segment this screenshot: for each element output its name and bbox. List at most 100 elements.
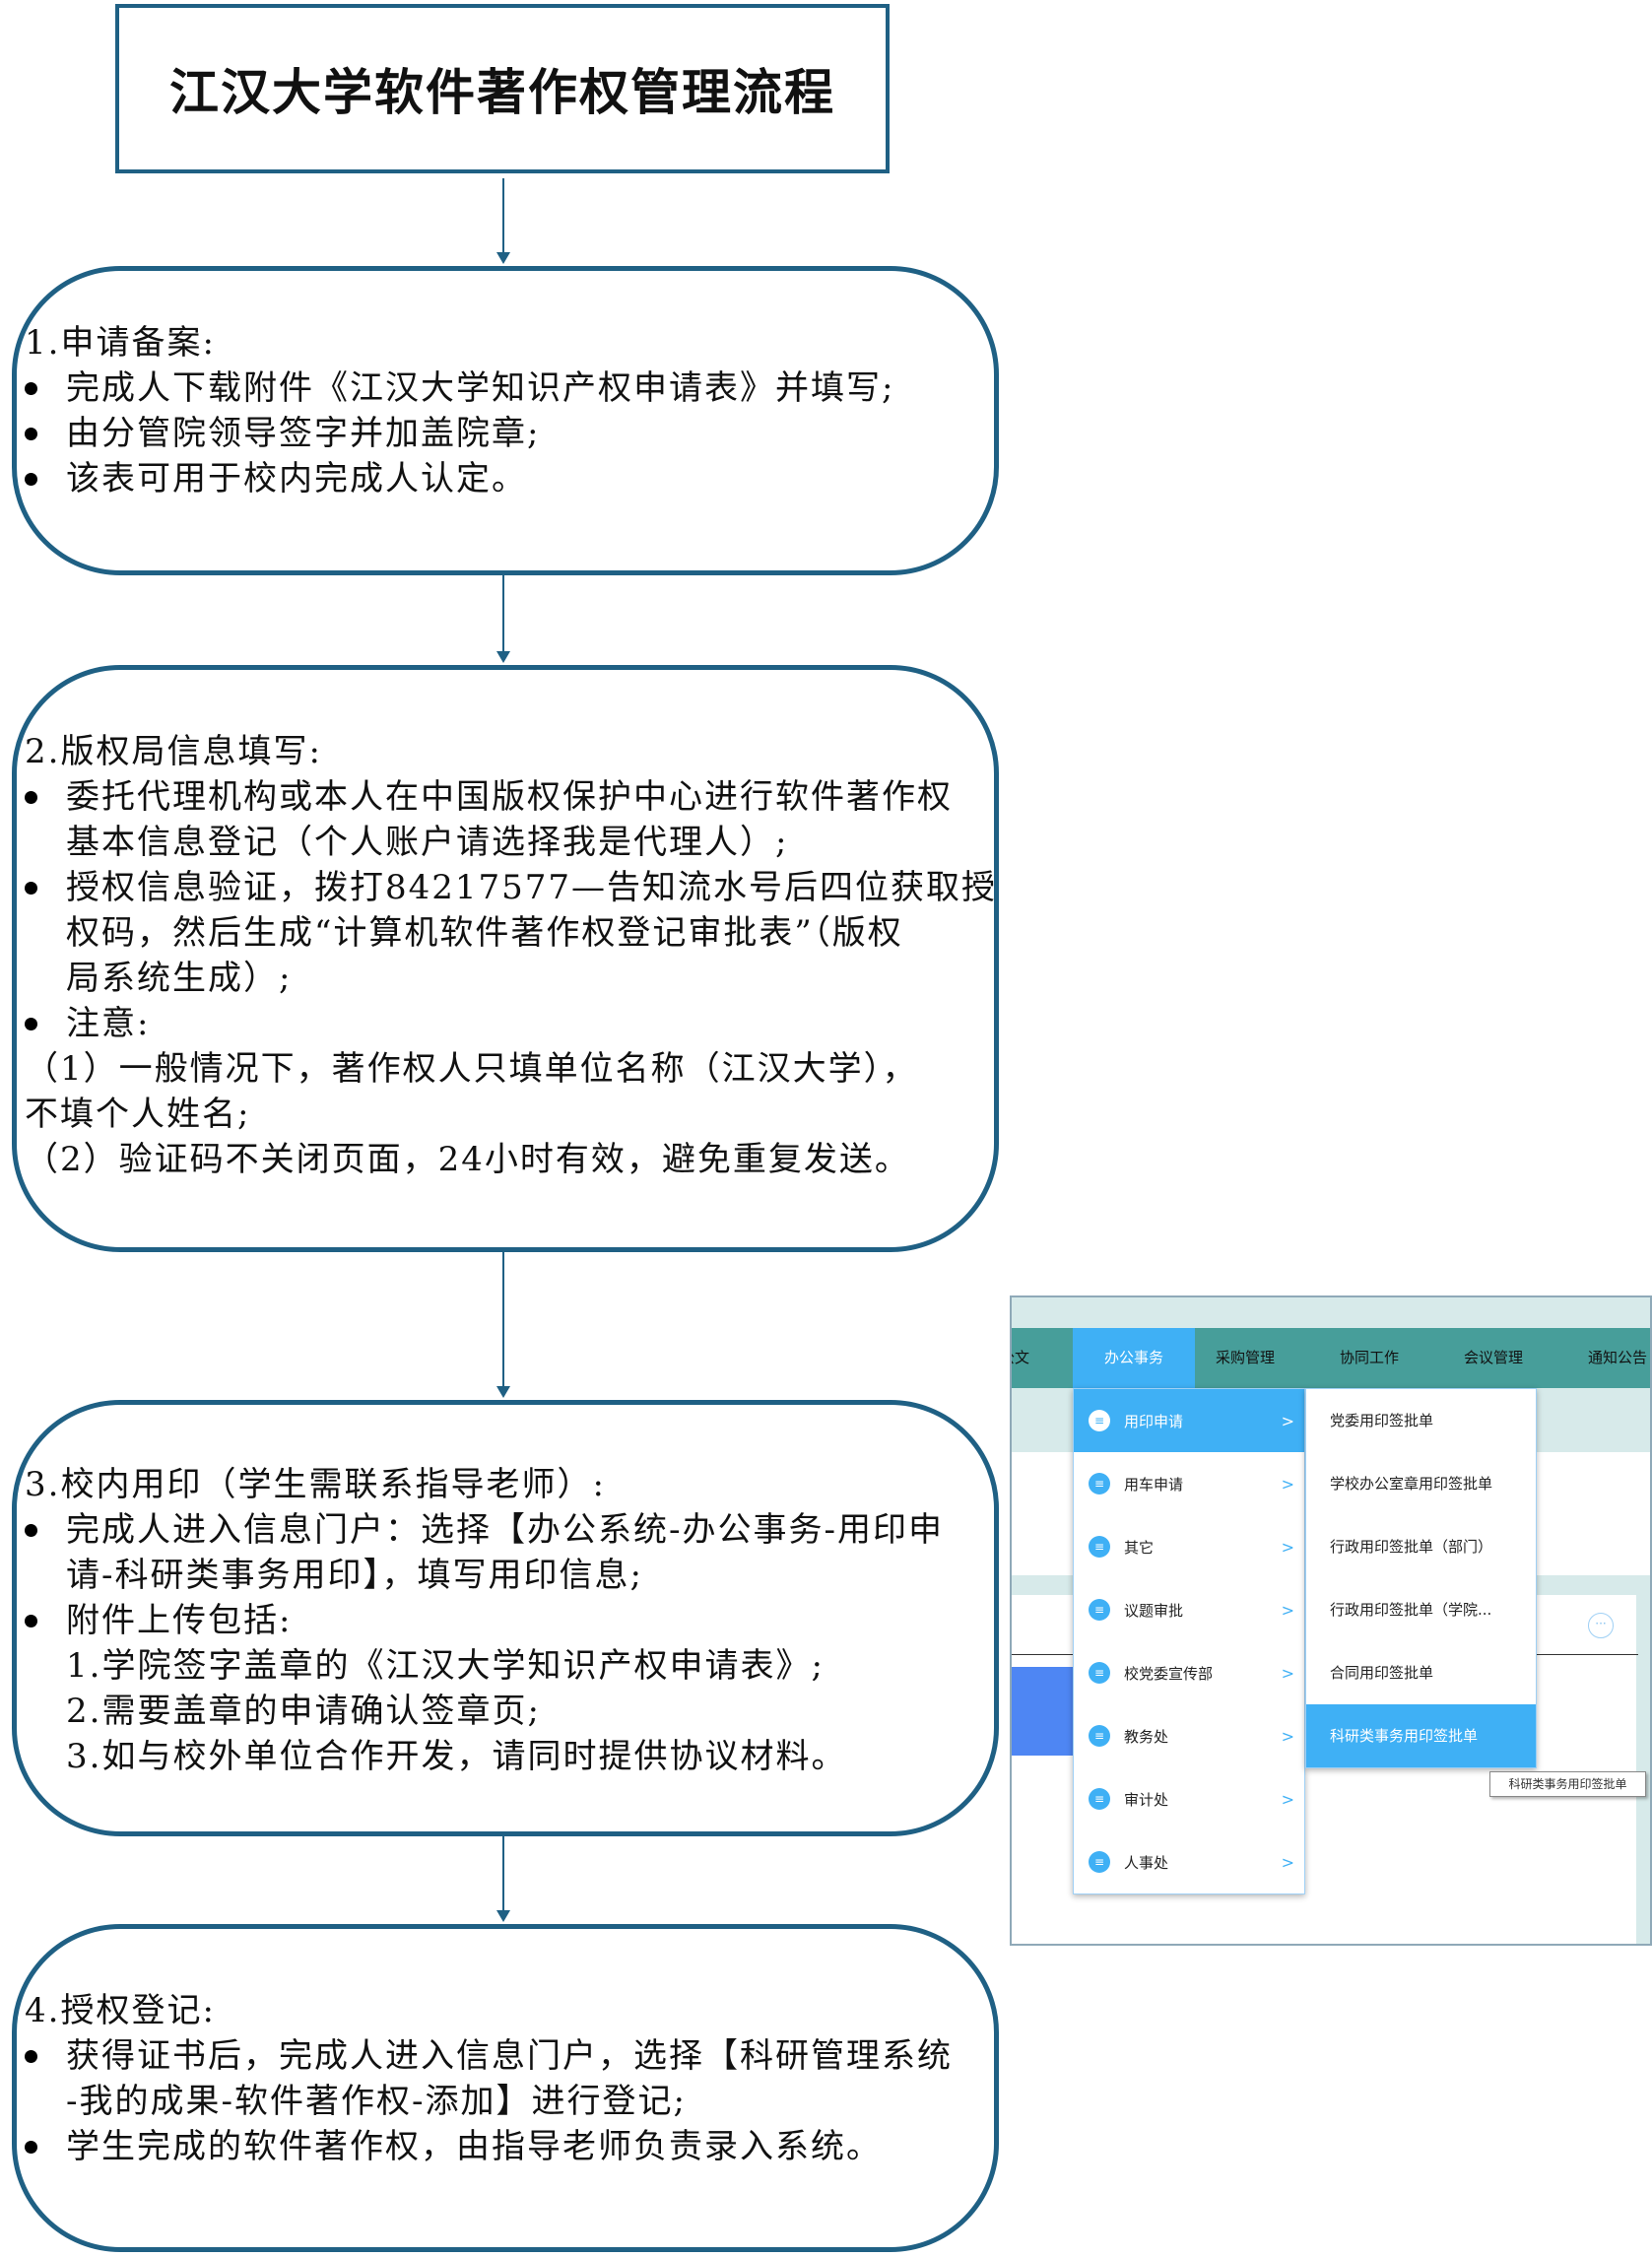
- menu-item[interactable]: ≡ 教务处 >: [1074, 1704, 1304, 1767]
- menu-item-label: 校党委宣传部: [1124, 1664, 1214, 1683]
- menu-item-label: 用印申请: [1124, 1412, 1184, 1430]
- list-icon: ≡: [1089, 1851, 1110, 1873]
- submenu-item-label: 合同用印签批单: [1330, 1664, 1434, 1682]
- line-text: 1.申请备案:: [25, 323, 216, 363]
- bullet-continuation: 请-科研类事务用印】，填写用印信息;: [25, 1553, 994, 1598]
- chevron-right-icon: >: [1281, 1663, 1294, 1683]
- line-text: 3.如与校外单位合作开发，请同时提供协议材料。: [66, 1737, 847, 1776]
- bullet-item: 授权信息验证，拨打84217577—告知流水号后四位获取授: [25, 865, 998, 910]
- menu-item-label: 其它: [1124, 1538, 1155, 1557]
- submenu-item[interactable]: 行政用印签批单（部门）: [1306, 1515, 1536, 1578]
- submenu-item-label: 学校办公室章用印签批单: [1330, 1475, 1493, 1493]
- line-text: 由分管院领导签字并加盖院章;: [66, 414, 541, 453]
- top-band: [1012, 1297, 1650, 1328]
- menu-item-label: 议题审批: [1124, 1601, 1184, 1620]
- arrow-3: [496, 1252, 510, 1398]
- bullet-continuation: 2.需要盖章的申请确认签章页;: [25, 1689, 994, 1734]
- chevron-right-icon: >: [1281, 1600, 1294, 1620]
- chevron-right-icon: >: [1281, 1474, 1294, 1494]
- line-text: 完成人下载附件《江汉大学知识产权申请表》并填写;: [66, 368, 895, 408]
- bullet-icon: [25, 2050, 37, 2063]
- line-text: 权码，然后生成“计算机软件著作权登记审批表”（版权: [66, 913, 903, 953]
- bullet-continuation: 3.如与校外单位合作开发，请同时提供协议材料。: [25, 1734, 994, 1779]
- step-text-line: （2）验证码不关闭页面，24小时有效，避免重复发送。: [25, 1137, 994, 1182]
- bullet-item: 由分管院领导签字并加盖院章;: [25, 411, 994, 456]
- bullet-item: 学生完成的软件著作权，由指导老师负责录入系统。: [25, 2124, 994, 2169]
- list-icon: ≡: [1089, 1473, 1110, 1494]
- submenu-item[interactable]: 合同用印签批单: [1306, 1641, 1536, 1704]
- bullet-icon: [25, 382, 37, 395]
- step-text-line: 不填个人姓名;: [25, 1092, 994, 1137]
- tab-collaboration[interactable]: 协同工作: [1340, 1349, 1400, 1366]
- menu-item[interactable]: ≡ 议题审批 >: [1074, 1578, 1304, 1641]
- bullet-continuation: 权码，然后生成“计算机软件著作权登记审批表”（版权: [25, 910, 994, 956]
- line-text: 3.校内用印（学生需联系指导老师）:: [25, 1465, 606, 1504]
- submenu-item-label: 科研类事务用印签批单: [1330, 1727, 1479, 1745]
- bullet-icon: [25, 1018, 37, 1030]
- menu-item[interactable]: ≡ 校党委宣传部 >: [1074, 1641, 1304, 1704]
- bullet-icon: [25, 1524, 37, 1537]
- bullet-continuation: 基本信息登记（个人账户请选择我是代理人）;: [25, 820, 994, 865]
- bullet-item: 该表可用于校内完成人认定。: [25, 456, 994, 501]
- line-text: 学生完成的软件著作权，由指导老师负责录入系统。: [66, 2127, 882, 2166]
- list-icon: ≡: [1089, 1788, 1110, 1810]
- tab-meetings[interactable]: 会议管理: [1464, 1349, 1524, 1366]
- chevron-right-icon: >: [1281, 1411, 1294, 1430]
- submenu-item[interactable]: 行政用印签批单（学院...: [1306, 1578, 1536, 1641]
- bullet-icon: [25, 1615, 37, 1627]
- list-icon: ≡: [1089, 1599, 1110, 1621]
- line-text: 该表可用于校内完成人认定。: [66, 459, 527, 498]
- list-icon: ≡: [1089, 1536, 1110, 1558]
- bullet-continuation: -我的成果-软件著作权-添加】进行登记;: [25, 2079, 994, 2124]
- line-text: 完成人进入信息门户：选择【办公系统-办公事务-用印申: [66, 1510, 944, 1550]
- tab-notices[interactable]: 通知公告: [1588, 1349, 1648, 1366]
- bullet-continuation: 局系统生成）;: [25, 956, 994, 1001]
- bullet-icon: [25, 473, 37, 486]
- step-4-box: 4.授权登记:获得证书后，完成人进入信息门户，选择【科研管理系统 -我的成果-软件…: [12, 1924, 999, 2252]
- step-text-line: 4.授权登记:: [25, 1988, 994, 2033]
- line-text: 获得证书后，完成人进入信息门户，选择【科研管理系统: [66, 2036, 953, 2076]
- title-box: 江汉大学软件著作权管理流程: [115, 4, 890, 173]
- submenu-item-label: 行政用印签批单（学院...: [1330, 1601, 1492, 1619]
- line-text: -我的成果-软件著作权-添加】进行登记;: [66, 2082, 687, 2121]
- step-text-line: （1）一般情况下，著作权人只填单位名称（江汉大学），: [25, 1046, 994, 1092]
- chevron-right-icon: >: [1281, 1852, 1294, 1872]
- line-text: （2）验证码不关闭页面，24小时有效，避免重复发送。: [25, 1140, 910, 1179]
- bullet-icon: [25, 428, 37, 440]
- blue-banner: [1012, 1667, 1073, 1756]
- line-text: 授权信息验证，拨打84217577—告知流水号后四位获取授: [66, 868, 998, 907]
- chevron-right-icon: >: [1281, 1726, 1294, 1746]
- arrow-4: [496, 1836, 510, 1922]
- bullet-icon: [25, 882, 37, 895]
- list-icon: ≡: [1089, 1410, 1110, 1431]
- submenu-item-label: 行政用印签批单（部门）: [1330, 1538, 1493, 1556]
- menu-item[interactable]: ≡其它>: [1074, 1515, 1304, 1578]
- bullet-item: 获得证书后，完成人进入信息门户，选择【科研管理系统: [25, 2033, 994, 2079]
- tooltip: 科研类事务用印签批单: [1489, 1771, 1646, 1797]
- submenu-item[interactable]: 党委用印签批单: [1306, 1389, 1536, 1452]
- menu-item[interactable]: ≡ 用印申请 >: [1074, 1389, 1304, 1452]
- list-icon: ≡: [1089, 1662, 1110, 1684]
- tab-office-affairs[interactable]: 办公事务: [1073, 1328, 1195, 1388]
- step-2-box: 2.版权局信息填写:委托代理机构或本人在中国版权保护中心进行软件著作权基本信息登…: [12, 665, 999, 1252]
- menu-item-label: 教务处: [1124, 1727, 1169, 1746]
- menu-item[interactable]: ≡用车申请>: [1074, 1452, 1304, 1515]
- menu-item[interactable]: ≡人事处>: [1074, 1830, 1304, 1893]
- list-icon: ≡: [1089, 1725, 1110, 1747]
- step-text-line: 1.申请备案:: [25, 320, 994, 365]
- line-text: 委托代理机构或本人在中国版权保护中心进行软件著作权: [66, 777, 953, 817]
- bullet-item: 注意:: [25, 1001, 994, 1046]
- submenu-item[interactable]: 学校办公室章用印签批单: [1306, 1452, 1536, 1515]
- line-text: 注意:: [66, 1004, 151, 1043]
- bullet-item: 委托代理机构或本人在中国版权保护中心进行软件著作权: [25, 774, 994, 820]
- bullet-icon: [25, 2141, 37, 2154]
- embedded-oa-screenshot: 公文 办公事务 采购管理 协同工作 会议管理 通知公告 ··· ≡用印申请>≡用…: [1010, 1295, 1652, 1946]
- more-icon[interactable]: ···: [1588, 1613, 1614, 1638]
- menu-item[interactable]: ≡审计处>: [1074, 1767, 1304, 1830]
- tab-procurement[interactable]: 采购管理: [1216, 1349, 1276, 1366]
- submenu-item[interactable]: 科研类事务用印签批单: [1306, 1704, 1536, 1767]
- step-text-line: 2.版权局信息填写:: [25, 729, 994, 774]
- bullet-item: 完成人进入信息门户：选择【办公系统-办公事务-用印申: [25, 1507, 994, 1553]
- office-affairs-menu: ≡用印申请>≡用车申请>≡其它>≡议题审批>≡校党委宣传部>≡教务处>≡审计处>…: [1073, 1388, 1305, 1894]
- tab-gongwen[interactable]: 公文: [1012, 1349, 1030, 1366]
